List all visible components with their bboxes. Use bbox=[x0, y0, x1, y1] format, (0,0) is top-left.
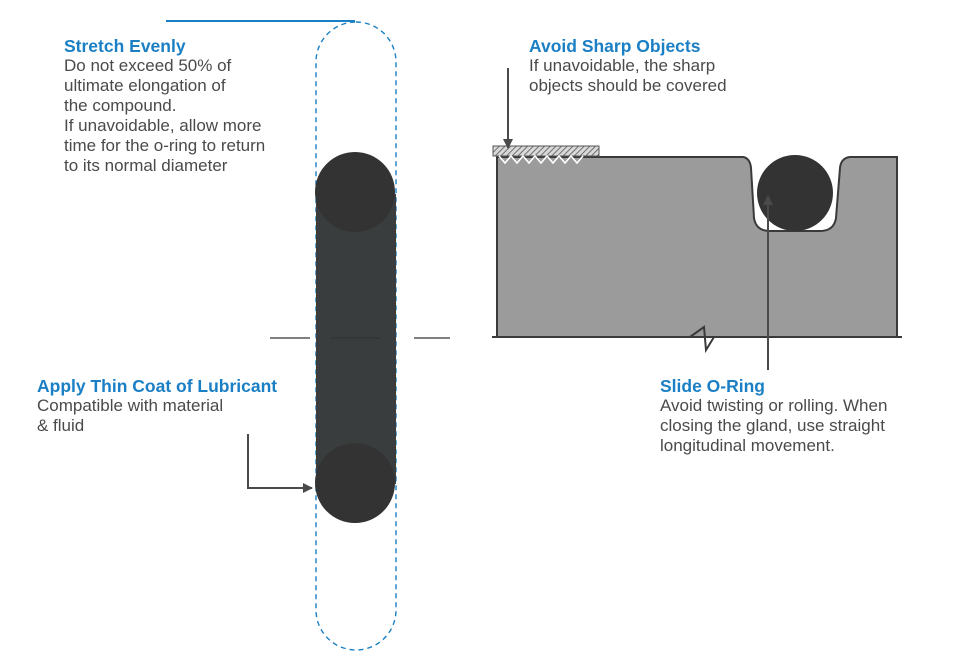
lubricant-arrow bbox=[247, 434, 313, 493]
gland-body bbox=[496, 156, 898, 338]
avoid-sharp-objects-note: Avoid Sharp Objects If unavoidable, the … bbox=[529, 36, 727, 96]
slide-oring-note: Slide O-Ring Avoid twisting or rolling. … bbox=[660, 376, 887, 456]
avoid-sharp-objects-line: If unavoidable, the sharp bbox=[529, 56, 716, 75]
oring-in-groove bbox=[757, 155, 833, 231]
oring-band bbox=[316, 194, 396, 484]
sharp-teeth bbox=[498, 154, 584, 165]
gland-group bbox=[492, 68, 902, 370]
oring-top-cross-section bbox=[315, 152, 395, 232]
stretch-evenly-line: time for the o-ring to return bbox=[64, 136, 266, 155]
stretch-evenly-line: to its normal diameter bbox=[64, 156, 228, 175]
stretch-evenly-line: If unavoidable, allow more bbox=[64, 116, 262, 135]
oring-bottom-cross-section bbox=[315, 443, 395, 523]
avoid-sharp-objects-title: Avoid Sharp Objects bbox=[529, 36, 701, 56]
slide-oring-line: longitudinal movement. bbox=[660, 436, 835, 455]
lubricant-title: Apply Thin Coat of Lubricant bbox=[37, 376, 278, 396]
stretched-oring-group bbox=[166, 20, 450, 651]
lubricant-line: Compatible with material bbox=[37, 396, 224, 415]
gland-break-line bbox=[492, 325, 902, 354]
avoid-sharp-objects-line: objects should be covered bbox=[529, 76, 727, 95]
stretch-evenly-title: Stretch Evenly bbox=[64, 36, 186, 56]
slide-oring-title: Slide O-Ring bbox=[660, 376, 765, 396]
slide-oring-line: closing the gland, use straight bbox=[660, 416, 885, 435]
stretch-evenly-line: Do not exceed 50% of bbox=[64, 56, 232, 75]
stretch-evenly-line: ultimate elongation of bbox=[64, 76, 226, 95]
lubricant-note: Apply Thin Coat of Lubricant Compatible … bbox=[37, 376, 277, 436]
lubricant-line: & fluid bbox=[37, 416, 85, 435]
slide-oring-line: Avoid twisting or rolling. When bbox=[660, 396, 888, 415]
stretch-evenly-note: Stretch Evenly Do not exceed 50% of ulti… bbox=[64, 36, 265, 176]
stretch-evenly-line: the compound. bbox=[64, 96, 177, 115]
